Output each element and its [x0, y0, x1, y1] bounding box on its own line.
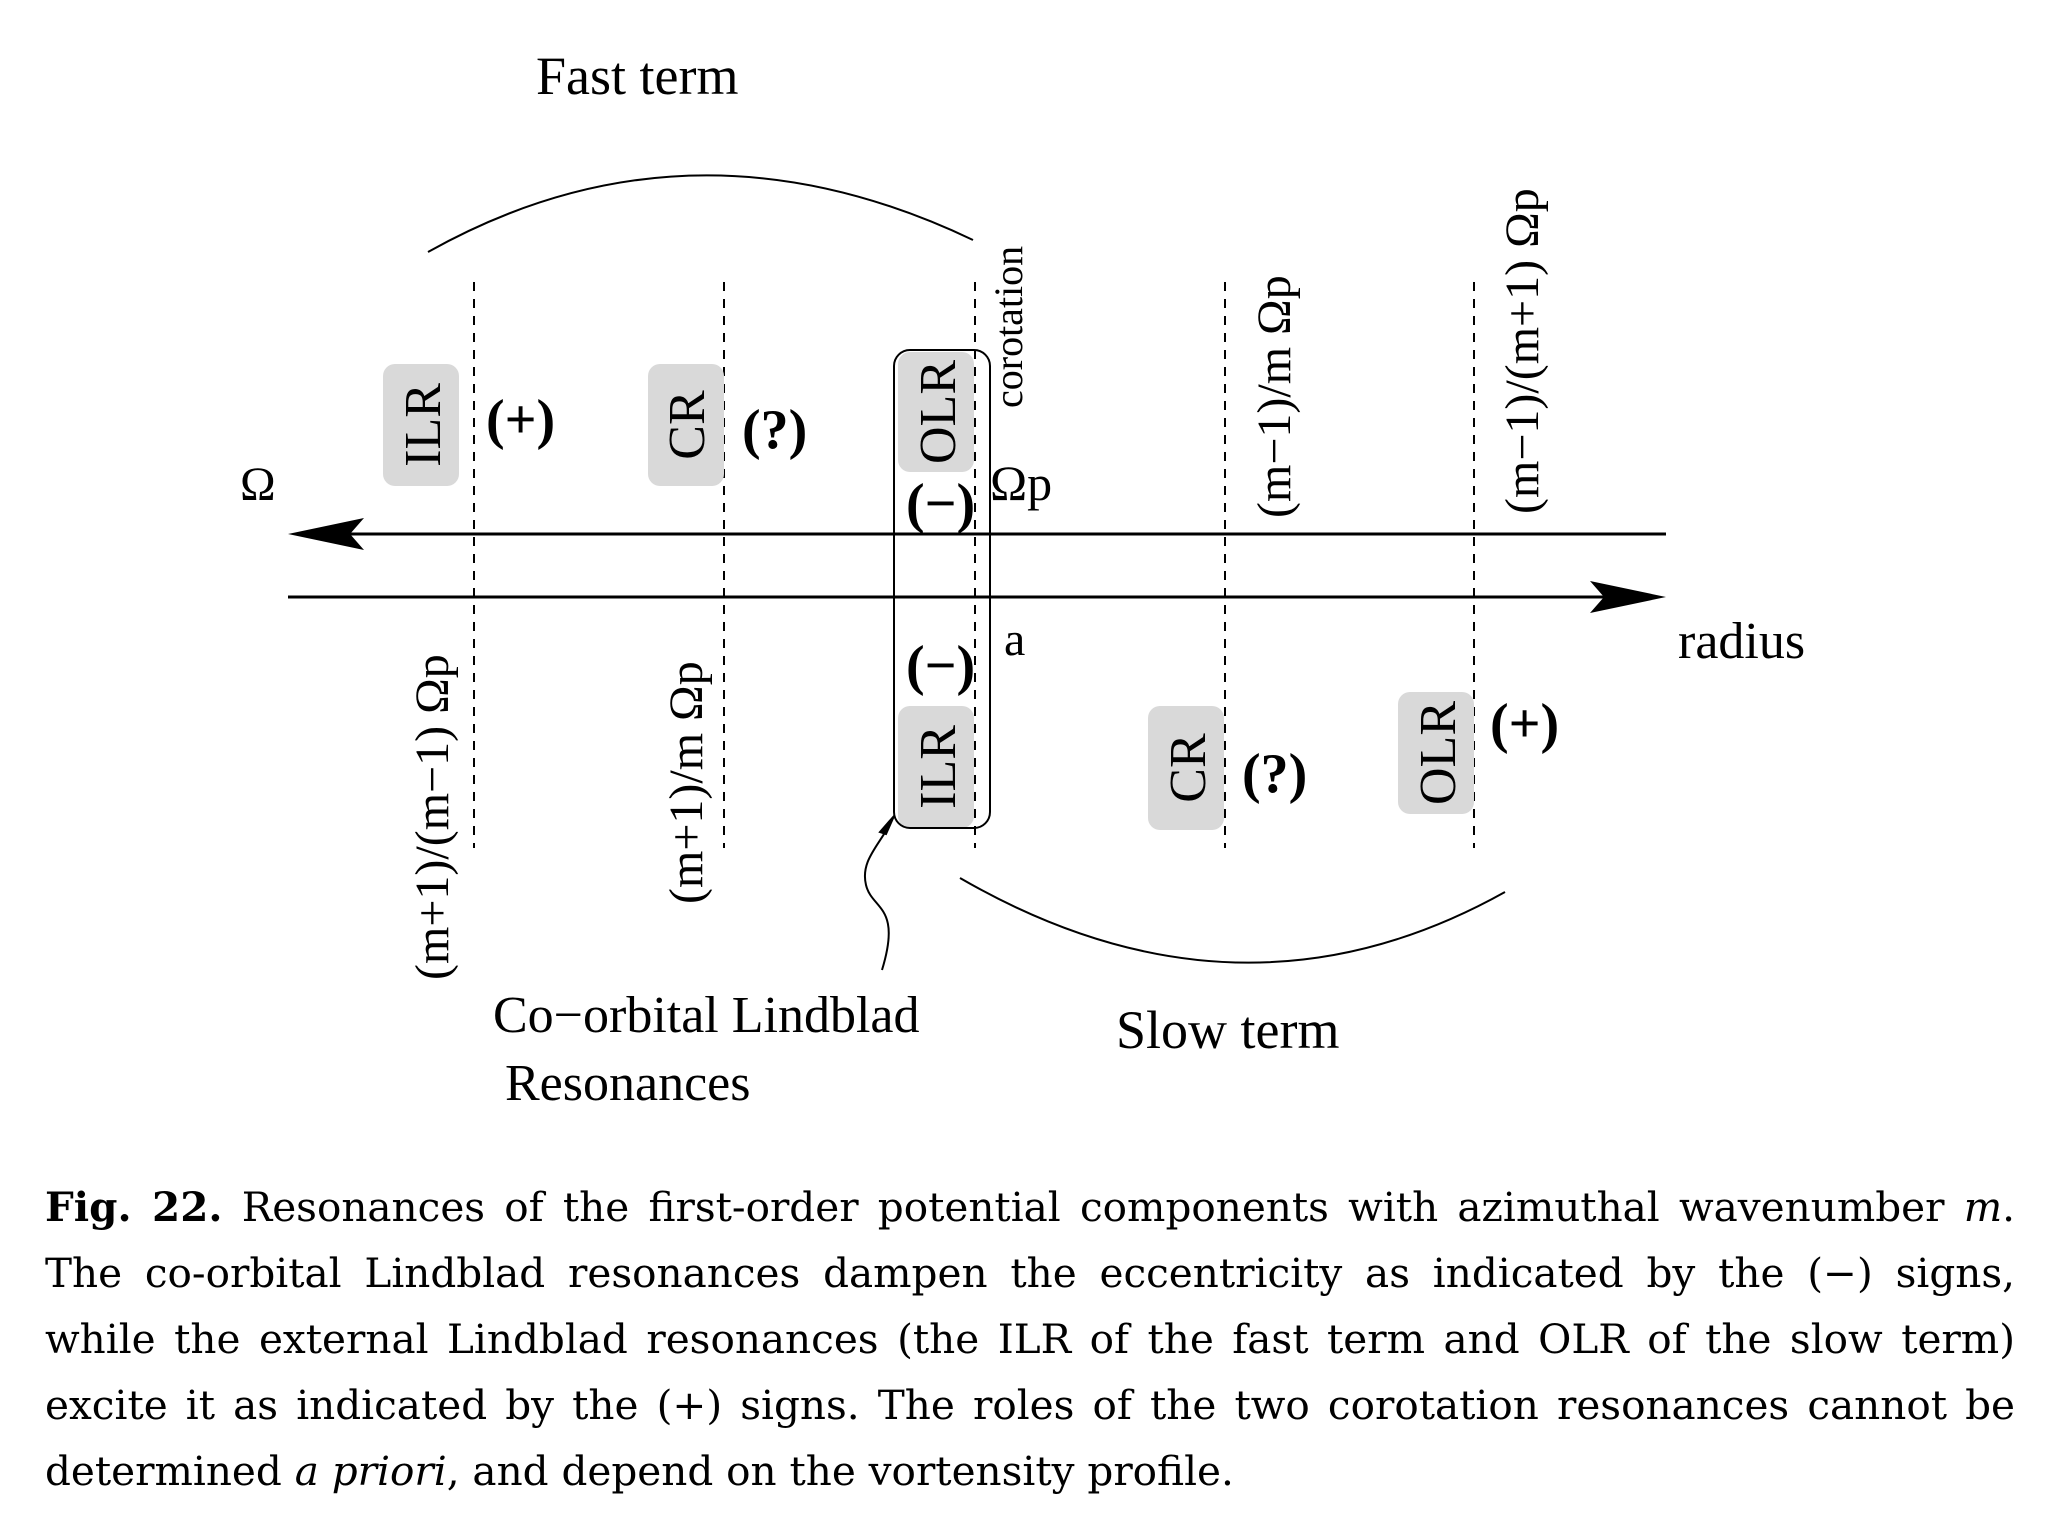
fast-term-arc [427, 174, 974, 253]
slow-ilr-sign: (−) [906, 635, 975, 697]
caption-text-1: Resonances of the first-order potential … [222, 1183, 1964, 1231]
slow-term-arc [959, 877, 1506, 964]
co-orbital-label-line2: Resonances [505, 1055, 750, 1112]
upper-line-label-1: (m−1)/m Ωp [1248, 275, 1301, 518]
figure-caption: Fig. 22. Resonances of the first-order p… [45, 1174, 2015, 1504]
corotation-label: corotation [986, 246, 1031, 408]
co-orbital-label-line1: Co−orbital Lindblad [493, 987, 920, 1044]
caption-text-2: . The co-orbital Lindblad resonances dam… [45, 1183, 2015, 1495]
slow-cr-sign: (?) [1242, 743, 1307, 805]
slow-cr-box [1148, 706, 1224, 830]
lower-line-label-2: (m+1)/m Ωp [660, 661, 713, 904]
slow-olr-label: OLR [1410, 701, 1467, 805]
radius-axis-label: radius [1678, 613, 1805, 670]
figure-label: Fig. 22. [45, 1183, 223, 1231]
caption-a-priori: a priori [294, 1447, 447, 1495]
caption-text-3: , and depend on the vortensity profile. [446, 1447, 1234, 1495]
a-label: a [1004, 613, 1025, 666]
slow-ilr-box [898, 706, 974, 828]
fast-olr-sign: (−) [906, 473, 975, 535]
radius-axis-arrowhead [1590, 581, 1666, 613]
fast-cr-label: CR [659, 390, 716, 460]
slow-ilr-label: ILR [910, 725, 967, 809]
co-orbital-pointer-head [878, 815, 895, 836]
co-orbital-pointer [863, 819, 893, 971]
slow-cr-label: CR [1160, 733, 1217, 803]
lower-line-label-1: (m+1)/(m−1) Ωp [406, 654, 459, 980]
fast-ilr-sign: (+) [486, 389, 555, 451]
upper-line-label-2: (m−1)/(m+1) Ωp [1496, 188, 1549, 514]
slow-term-title: Slow term [1116, 1000, 1340, 1060]
fast-term-title: Fast term [536, 46, 738, 106]
fast-ilr-label: ILR [395, 383, 452, 467]
omega-axis-label: Ω [240, 458, 276, 511]
slow-olr-sign: (+) [1490, 693, 1559, 755]
fast-cr-sign: (?) [742, 399, 807, 461]
omega-axis-arrowhead [288, 518, 364, 550]
fast-cr-box [648, 364, 724, 486]
fast-olr-box [898, 352, 974, 472]
slow-olr-box [1398, 692, 1474, 814]
fast-ilr-box [383, 364, 459, 486]
caption-m-symbol: m [1963, 1183, 2003, 1231]
omega-p-label: Ωp [990, 455, 1052, 511]
co-orbital-outline [893, 349, 991, 829]
fast-olr-label: OLR [910, 360, 967, 464]
